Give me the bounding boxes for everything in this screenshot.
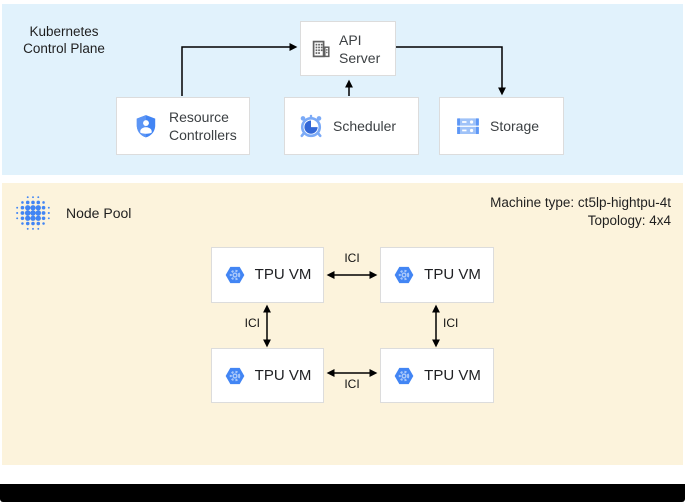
api-server-node: API Server (300, 21, 396, 76)
ici-label-bottom: ICI (344, 377, 360, 391)
resource-controllers-label: Resource Controllers (169, 109, 237, 143)
api-server-label: API Server (339, 31, 381, 66)
tpu-vm-node-3: TPU VM (211, 348, 324, 403)
halftone-dots-icon (14, 194, 52, 237)
node-pool-title: Node Pool (66, 205, 132, 221)
hexagon-gear-icon (393, 264, 415, 286)
tpu-vm-node-4: TPU VM (380, 348, 494, 403)
hexagon-gear-icon (224, 264, 246, 286)
tpu-vm-node-2: TPU VM (380, 247, 494, 303)
shield-user-icon (133, 113, 159, 139)
tpu-vm-label: TPU VM (254, 266, 312, 283)
storage-label: Storage (490, 118, 540, 134)
scheduler-label: Scheduler (333, 118, 397, 134)
tpu-vm-node-1: TPU VM (211, 247, 324, 303)
ici-label-right: ICI (443, 316, 459, 330)
topology-line: Topology: 4x4 (587, 212, 671, 228)
hexagon-gear-icon (393, 365, 415, 387)
ici-label-left: ICI (244, 316, 260, 330)
control-plane-title: Kubernetes Control Plane (23, 24, 105, 56)
machine-type-info: Machine type: ct5lp-hightpu-4t Topology:… (490, 194, 671, 229)
machine-type-line: Machine type: ct5lp-hightpu-4t (490, 195, 671, 210)
alarm-clock-icon (298, 113, 324, 139)
tpu-vm-label: TPU VM (424, 266, 481, 283)
resource-controllers-node: Resource Controllers (116, 97, 250, 155)
storage-disks-icon (455, 113, 481, 139)
storage-node: Storage (439, 97, 564, 155)
tpu-vm-label: TPU VM (254, 366, 312, 384)
building-icon (311, 39, 331, 59)
bottom-bar (0, 484, 685, 502)
node-pool-panel (2, 183, 683, 465)
ici-label-top: ICI (344, 251, 360, 265)
hexagon-gear-icon (224, 365, 246, 387)
scheduler-node: Scheduler (284, 97, 419, 155)
tpu-vm-label: TPU VM (424, 366, 481, 384)
